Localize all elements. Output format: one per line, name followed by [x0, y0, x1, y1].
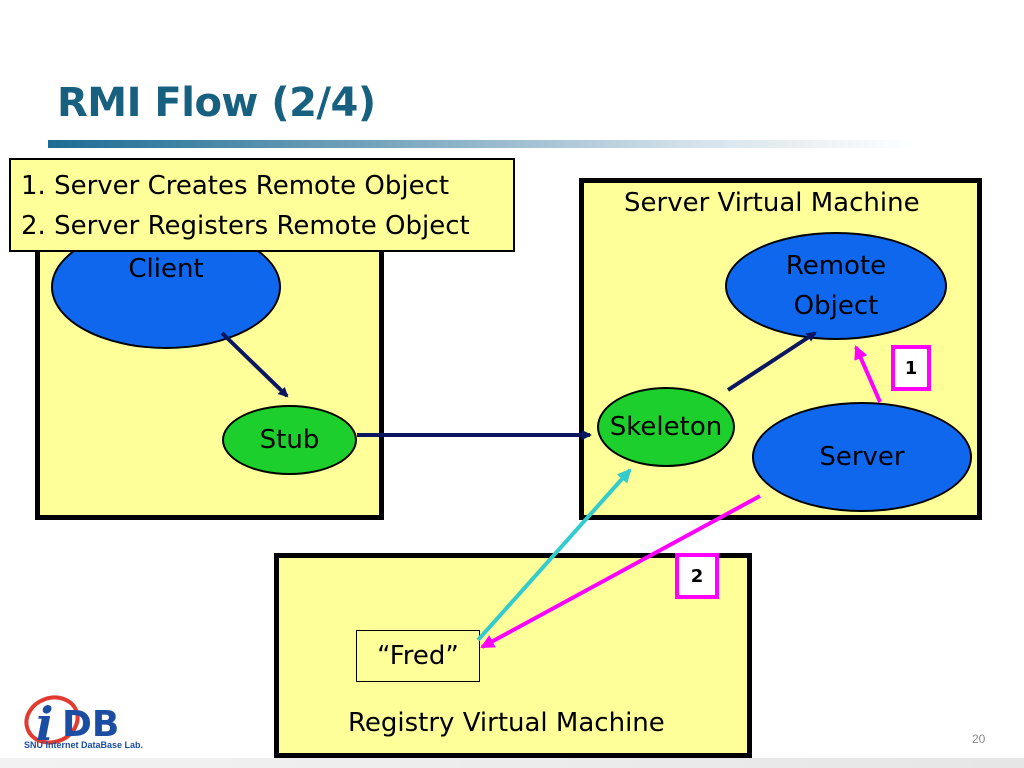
step-2-label: 2 [690, 565, 704, 587]
skeleton-node: Skeleton [597, 387, 735, 467]
step-1-badge: 1 [891, 345, 931, 391]
server-label: Server [819, 442, 905, 472]
step-2-badge: 2 [675, 553, 719, 599]
arrow-fred-to-skeleton [476, 468, 632, 642]
step-1-label: 1 [904, 357, 918, 379]
arrow-client-to-stub [220, 331, 289, 398]
title-underline [48, 140, 918, 148]
svg-text:i: i [36, 697, 53, 751]
stub-node: Stub [222, 405, 357, 475]
skeleton-label: Skeleton [609, 412, 723, 442]
stub-label: Stub [259, 425, 320, 455]
remote-object-label-line1: Remote [785, 251, 887, 281]
note-line-1: 1. Server Creates Remote Object [21, 171, 450, 201]
client-label: Client [128, 254, 204, 284]
registry-vm-title: Registry Virtual Machine [348, 708, 665, 738]
note-line-2: 2. Server Registers Remote Object [21, 211, 470, 241]
arrow-server-registers-fred [480, 494, 761, 649]
server-vm-title: Server Virtual Machine [624, 188, 920, 218]
arrow-server-creates-remote-object [854, 345, 882, 403]
logo-subtitle: SNU Internet DataBase Lab. [24, 740, 144, 750]
arrow-skeleton-to-remote-object [726, 331, 817, 392]
slide-title: RMI Flow (2/4) [57, 80, 376, 126]
page-number: 20 [972, 732, 986, 746]
remote-object-node: Remote Object [725, 232, 947, 340]
footer-bar [0, 758, 1024, 768]
registry-entry-label: “Fred” [377, 641, 459, 671]
svg-text:DB: DB [62, 704, 119, 745]
remote-object-label-line2: Object [793, 291, 879, 321]
registry-vm-box [274, 553, 752, 758]
registry-entry-fred: “Fred” [356, 630, 480, 682]
steps-note: 1. Server Creates Remote Object 2. Serve… [9, 158, 515, 252]
idb-logo: i DB [24, 695, 119, 751]
server-node: Server [752, 402, 972, 512]
